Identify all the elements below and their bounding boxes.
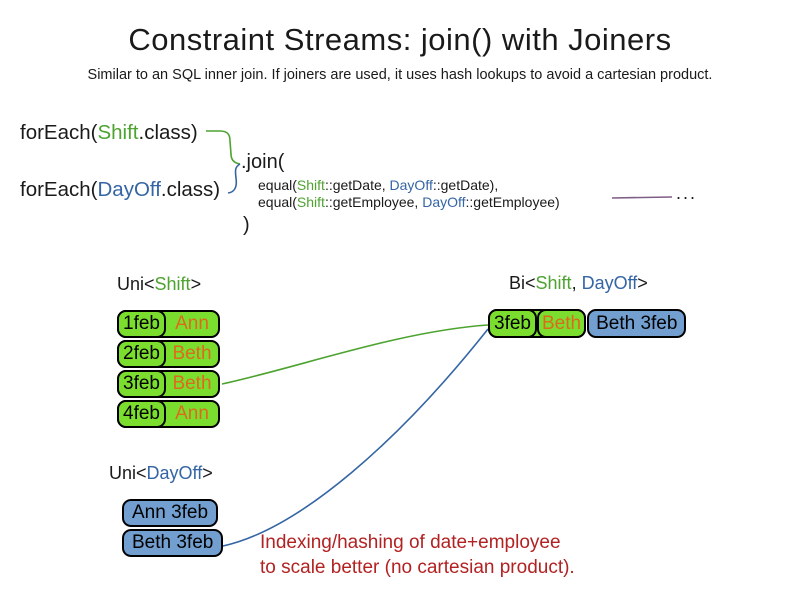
- employee-cell: Beth: [172, 343, 212, 364]
- employee-cell: Beth: [536, 309, 587, 338]
- subtitle: Similar to an SQL inner join. If joiners…: [87, 67, 713, 83]
- table-row: 3feb Beth: [117, 370, 220, 398]
- class-name-shift: Shift: [296, 194, 325, 210]
- code-text: .class): [160, 178, 221, 201]
- table-row: Beth 3feb: [122, 529, 224, 557]
- code-text: ::getDate,: [324, 177, 390, 193]
- code-text: ::getDate),: [432, 177, 499, 193]
- code-foreach-shift: forEach(Shift.class): [20, 121, 198, 145]
- table-row: 1feb Ann: [117, 310, 220, 338]
- bi-dayoff-part: Beth 3feb: [587, 309, 687, 338]
- code-equal-employee: equal(Shift::getEmployee, DayOff::getEmp…: [258, 194, 560, 210]
- label-text: >: [190, 274, 202, 294]
- shift-row-to-bi-connector: [221, 324, 489, 385]
- date-cell: 2feb: [117, 340, 166, 368]
- dayoff-brace-connector: [227, 163, 241, 194]
- code-text: forEach(: [20, 121, 98, 144]
- label-text: Bi<: [509, 273, 536, 293]
- dayoff-table: Ann 3feb Beth 3feb: [122, 499, 224, 559]
- employee-cell: Ann: [175, 313, 209, 334]
- page-title: Constraint Streams: join() with Joiners: [128, 22, 672, 57]
- label-type-shift: Shift: [535, 273, 572, 293]
- code-text: ::getEmployee): [465, 194, 560, 210]
- code-foreach-dayoff: forEach(DayOff.class): [20, 178, 220, 202]
- indexing-note: Indexing/hashing of date+employee to sca…: [260, 530, 575, 580]
- employee-cell: Ann: [175, 403, 209, 424]
- code-equal-date: equal(Shift::getDate, DayOff::getDate),: [258, 177, 498, 193]
- code-text: equal(: [258, 194, 297, 210]
- table-row: 2feb Beth: [117, 340, 220, 368]
- class-name-shift: Shift: [97, 121, 139, 144]
- dayoff-row-to-bi-connector: [222, 328, 489, 547]
- code-text: ::getEmployee,: [324, 194, 423, 210]
- date-cell: 4feb: [117, 400, 166, 428]
- date-cell: 3feb: [117, 370, 166, 398]
- date-cell: 3feb: [488, 309, 537, 338]
- shift-table: 1feb Ann 2feb Beth 3feb Beth 4feb Ann: [117, 310, 220, 430]
- label-text: ,: [571, 273, 582, 293]
- date-cell: 1feb: [117, 310, 166, 338]
- employee-cell: Beth: [172, 373, 212, 394]
- class-name-dayoff: DayOff: [422, 194, 466, 210]
- table-row: Ann 3feb: [122, 499, 219, 527]
- code-join-close: ): [243, 214, 250, 236]
- joiner-line: [611, 196, 673, 199]
- table-row: 4feb Ann: [117, 400, 220, 428]
- indexing-note-line1: Indexing/hashing of date+employee: [260, 532, 561, 553]
- class-name-dayoff: DayOff: [97, 178, 161, 201]
- code-text: equal(: [258, 177, 297, 193]
- uni-dayoff-label: Uni<DayOff>: [109, 463, 213, 484]
- code-text: forEach(: [20, 178, 98, 201]
- label-type-dayoff: DayOff: [581, 273, 638, 293]
- label-type-dayoff: DayOff: [146, 463, 203, 483]
- label-text: Uni<: [109, 463, 147, 483]
- code-text: .class): [138, 121, 198, 144]
- class-name-dayoff: DayOff: [389, 177, 433, 193]
- bi-shift-part: 3feb Beth: [488, 309, 587, 338]
- uni-shift-label: Uni<Shift>: [117, 274, 201, 295]
- label-text: Uni<: [117, 274, 155, 294]
- shift-brace-connector: [206, 130, 241, 165]
- label-type-shift: Shift: [154, 274, 191, 294]
- bi-result-row: 3feb Beth Beth 3feb: [488, 309, 687, 338]
- class-name-shift: Shift: [296, 177, 325, 193]
- label-text: >: [202, 463, 213, 483]
- label-text: >: [637, 273, 648, 293]
- code-join-open: .join(: [241, 151, 285, 173]
- indexing-note-line2: to scale better (no cartesian product).: [260, 557, 575, 578]
- more-joiners-ellipsis: ...: [676, 183, 698, 203]
- bi-label: Bi<Shift, DayOff>: [509, 273, 648, 294]
